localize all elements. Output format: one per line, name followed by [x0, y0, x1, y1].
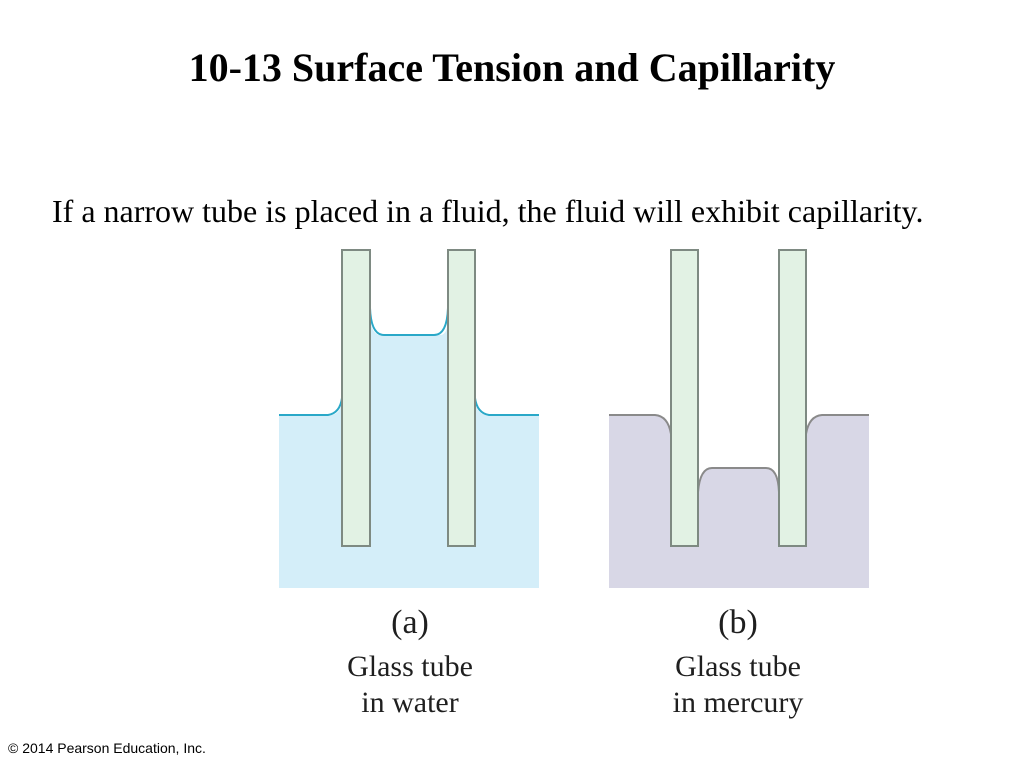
panel-a-tube-column	[370, 318, 448, 546]
panel-b-fluid	[609, 415, 671, 588]
panel-b-caption-line-1: Glass tube	[675, 650, 801, 683]
panel-a-caption-line-1: Glass tube	[347, 650, 473, 683]
panel-b-fluid-bottom	[609, 546, 869, 588]
panel-a-outer-surface-right	[474, 397, 539, 416]
panel-b-mercury	[609, 249, 869, 588]
panel-a-label: (a)	[391, 604, 429, 641]
panel-a-tube-right-wall	[447, 249, 476, 547]
panel-b-label: (b)	[718, 604, 758, 641]
copyright-notice: © 2014 Pearson Education, Inc.	[8, 740, 206, 756]
slide-body-text: If a narrow tube is placed in a fluid, t…	[52, 193, 924, 229]
panel-b-meniscus	[697, 467, 780, 493]
panel-a-caption: (a) Glass tube in water	[300, 603, 520, 721]
panel-b-fluid-right	[806, 415, 869, 546]
panel-a-caption-line-2: in water	[361, 686, 459, 719]
panel-b-caption-line-2: in mercury	[672, 686, 804, 719]
panel-a-meniscus	[369, 307, 449, 336]
panel-b-fluid-between	[698, 468, 779, 546]
panel-b-tube-left-wall	[670, 249, 699, 547]
panel-a-water	[279, 249, 539, 588]
panel-a-tube-left-wall	[341, 249, 371, 547]
panel-b-tube-right-wall	[778, 249, 807, 547]
panel-b-caption: (b) Glass tube in mercury	[628, 603, 848, 721]
slide-title: 10-13 Surface Tension and Capillarity	[188, 45, 836, 90]
panel-a-outer-surface-left	[279, 397, 343, 416]
